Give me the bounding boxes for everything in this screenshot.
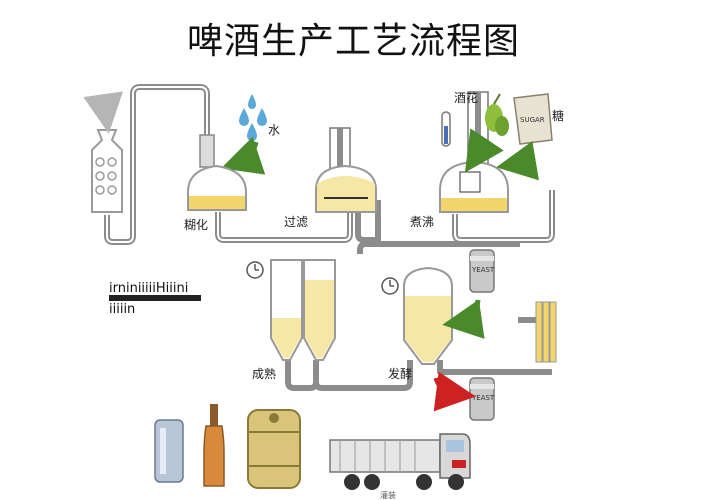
maturing-label: 成熟	[252, 366, 276, 381]
svg-text:YEAST: YEAST	[471, 394, 495, 402]
svg-text:YEAST: YEAST	[471, 266, 495, 274]
input-arrow-icon	[83, 91, 123, 134]
malt-container-icon	[91, 129, 123, 213]
thermometer-icon	[441, 111, 451, 147]
boiling-vessel	[439, 91, 509, 213]
garbled-text-line2: iiiiin	[109, 302, 135, 317]
sugar-arrow-icon	[496, 140, 540, 181]
filtering-vessel	[315, 127, 377, 213]
hops-label: 酒花	[454, 90, 478, 105]
mashing-label: 糊化	[184, 217, 208, 232]
maturing-tank-2	[303, 259, 336, 361]
water-drops-icon	[239, 94, 267, 141]
garbled-text-line1: irniniiiiiHiiini	[109, 281, 188, 296]
water-arrow-icon	[221, 136, 266, 175]
sugar-bag-icon: SUGAR	[513, 93, 553, 145]
yeast-in-arrow-icon	[442, 299, 485, 339]
clock-icon-2	[381, 277, 399, 295]
garbled-bar	[109, 295, 201, 301]
beer-bottle-icon	[203, 404, 225, 487]
water-label: 水	[268, 123, 280, 137]
mashing-vessel	[187, 134, 247, 211]
beer-keg-icon	[247, 409, 301, 489]
beer-can-icon	[154, 419, 184, 483]
hops-arrow-icon	[464, 128, 504, 173]
sugar-label: 糖	[552, 108, 564, 123]
fermenting-tank	[403, 266, 453, 365]
clock-icon-1	[246, 261, 264, 279]
yeast-can-top-icon: YEAST	[469, 249, 495, 293]
delivery-truck-icon	[329, 433, 471, 490]
yeast-can-bottom-icon: YEAST	[469, 377, 495, 421]
filtering-label: 过滤	[284, 215, 308, 229]
maturing-tank-1	[270, 259, 303, 361]
fermenting-label: 发酵	[388, 366, 412, 381]
truck-partial-label: 灌装	[380, 490, 396, 500]
svg-text:SUGAR: SUGAR	[520, 116, 545, 124]
filter-press-icon	[518, 301, 557, 363]
diagram-title: 啤酒生产工艺流程图	[186, 21, 520, 62]
yeast-out-arrow-icon	[433, 371, 476, 412]
boiling-label: 煮沸	[410, 215, 434, 229]
